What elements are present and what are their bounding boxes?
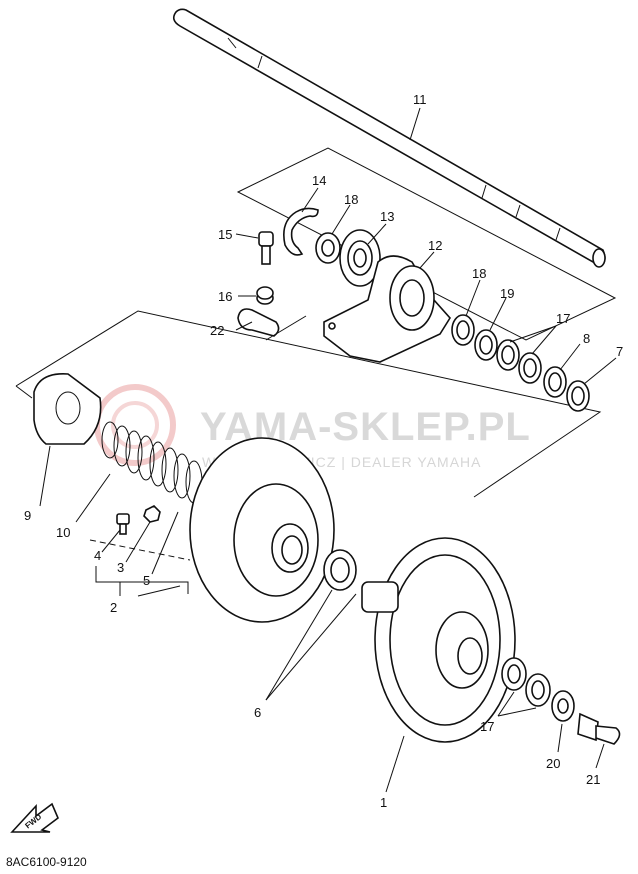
callout-13: 13	[380, 209, 394, 224]
bearing-part-13	[339, 229, 381, 287]
diagram-code: 8AC6100-9120	[6, 855, 87, 869]
leader-lines	[39, 107, 617, 793]
callout-11: 11	[413, 92, 427, 107]
washer-part-17-lower-a	[501, 657, 527, 691]
watermark-logo	[94, 384, 176, 466]
callout-15: 15	[218, 227, 232, 242]
circlip-part-14	[283, 207, 319, 256]
callouts: 11 14 18 13 15 12 16 22 18 19 17 8 7 9 1…	[24, 92, 623, 810]
callout-17-lower: 17	[480, 719, 494, 734]
bolt-part-21	[577, 712, 621, 745]
callout-1: 1	[380, 795, 387, 810]
bolt-part-15	[258, 231, 274, 265]
washer-part-17-b	[518, 352, 542, 384]
callout-22: 22	[210, 323, 224, 338]
fixed-sheave-part-1	[361, 537, 516, 743]
callout-19: 19	[500, 286, 514, 301]
callout-20: 20	[546, 756, 560, 771]
callout-18-upper: 18	[344, 192, 358, 207]
collar-part-6	[323, 549, 357, 591]
callout-10: 10	[56, 525, 70, 540]
callout-5: 5	[143, 573, 150, 588]
nut-part-16	[256, 286, 274, 305]
movable-sheave-part-5	[189, 437, 335, 623]
screw-part-4	[116, 513, 130, 535]
middle-assembly-box	[15, 310, 602, 498]
callout-17-upper: 17	[556, 311, 570, 326]
spring-seat-part-9	[33, 373, 102, 445]
callout-21: 21	[586, 772, 600, 787]
washer-part-20	[551, 690, 575, 722]
clamp-part-22	[237, 308, 280, 337]
callout-14: 14	[312, 173, 326, 188]
callout-8: 8	[583, 331, 590, 346]
callout-18-right: 18	[472, 266, 486, 281]
circlip-part-8	[543, 366, 567, 398]
washer-part-17-lower-b	[525, 673, 551, 707]
shaft-part-11	[172, 8, 606, 268]
nut-part-3	[143, 505, 161, 523]
callout-12: 12	[428, 238, 442, 253]
callout-16: 16	[218, 289, 232, 304]
callout-4: 4	[94, 548, 101, 563]
callout-7: 7	[616, 344, 623, 359]
washer-part-17-a	[496, 339, 520, 371]
callout-6: 6	[254, 705, 261, 720]
fwd-arrow-icon: FWD	[10, 802, 59, 833]
callout-9: 9	[24, 508, 31, 523]
callout-3: 3	[117, 560, 124, 575]
spring-part-10	[101, 421, 203, 504]
washer-part-18-right	[451, 314, 475, 346]
watermark: YAMA-SKLEP.PL WOJCIECHOWICZ | DEALER YAM…	[94, 384, 530, 470]
callout-2: 2	[110, 600, 117, 615]
bearing-housing-part-12	[323, 255, 451, 363]
washer-part-18-upper	[315, 232, 341, 264]
washer-part-7	[566, 380, 590, 412]
circlip-part-19	[474, 329, 498, 361]
